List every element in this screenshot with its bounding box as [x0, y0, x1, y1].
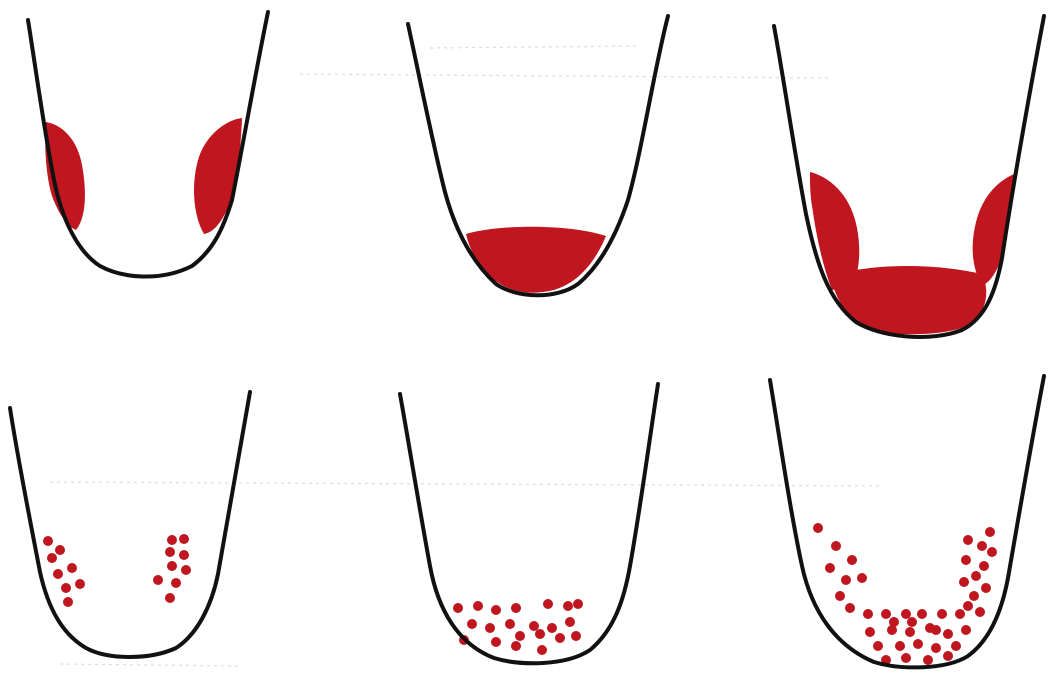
red-dot [167, 561, 177, 571]
red-dot [951, 641, 961, 651]
red-dot [961, 625, 971, 635]
red-dot [563, 601, 573, 611]
red-dot [977, 541, 987, 551]
red-dot [511, 603, 521, 613]
u-outline [770, 376, 1044, 667]
red-dot [825, 563, 835, 573]
panel-bottom-1 [10, 392, 250, 657]
red-dot [943, 629, 953, 639]
red-dot [841, 575, 851, 585]
red-dot [505, 619, 515, 629]
red-dot [535, 629, 545, 639]
red-dot [491, 605, 501, 615]
red-dot [543, 599, 553, 609]
red-dot [529, 621, 539, 631]
red-dot [63, 597, 73, 607]
red-dot [547, 623, 557, 633]
red-dot [181, 565, 191, 575]
red-dot [895, 641, 905, 651]
bottom-fill [466, 227, 606, 293]
red-dot [857, 573, 867, 583]
red-dot [43, 536, 53, 546]
red-dot [979, 561, 989, 571]
red-dot [55, 545, 65, 555]
red-dot [835, 591, 845, 601]
red-dot [537, 645, 547, 655]
red-dot [847, 555, 857, 565]
red-dot [555, 633, 565, 643]
red-dot [61, 583, 71, 593]
panel-top-1 [28, 12, 268, 277]
red-dot [165, 593, 175, 603]
red-dot [75, 579, 85, 589]
red-dot [179, 534, 189, 544]
red-dot [963, 535, 973, 545]
red-dot [571, 631, 581, 641]
red-dot [913, 639, 923, 649]
red-dot [467, 619, 477, 629]
red-dot [905, 627, 915, 637]
red-dot [865, 627, 875, 637]
red-dot [573, 599, 583, 609]
panel-bottom-3 [770, 376, 1044, 667]
red-dot [491, 637, 501, 647]
red-dot [845, 603, 855, 613]
red-dot [67, 563, 77, 573]
red-dot [47, 553, 57, 563]
red-dot [153, 575, 163, 585]
red-dot [179, 550, 189, 560]
red-dot [959, 577, 969, 587]
red-dot [985, 527, 995, 537]
red-dot [901, 653, 911, 663]
red-dot [881, 609, 891, 619]
red-dot [901, 609, 911, 619]
red-dot [987, 547, 997, 557]
paper-bleed-through [50, 46, 880, 666]
u-outline [10, 392, 250, 657]
u-outline [400, 384, 658, 663]
red-dot [453, 603, 463, 613]
red-dot [485, 623, 495, 633]
red-dot [943, 651, 953, 661]
panel-top-3 [774, 16, 1044, 337]
red-dot [923, 655, 933, 665]
red-dot [473, 601, 483, 611]
red-dot [963, 601, 973, 611]
red-dot [975, 607, 985, 617]
red-dot [969, 591, 979, 601]
red-dot [171, 578, 181, 588]
panel-bottom-2 [400, 384, 658, 663]
red-dot [863, 609, 873, 619]
red-dot [981, 583, 991, 593]
red-dot [165, 547, 175, 557]
red-dot [937, 609, 947, 619]
red-dot [887, 625, 897, 635]
red-dot [167, 535, 177, 545]
red-dot [925, 623, 935, 633]
red-dot [971, 571, 981, 581]
red-dot [813, 523, 823, 533]
red-dot [907, 617, 917, 627]
bottom-fill [830, 266, 986, 334]
red-dot [565, 617, 575, 627]
panel-top-2 [408, 16, 668, 295]
red-dot [831, 541, 841, 551]
red-dot [515, 631, 525, 641]
red-dot [931, 643, 941, 653]
red-dot [873, 641, 883, 651]
red-dot [961, 555, 971, 565]
red-dot [511, 641, 521, 651]
red-dot [955, 609, 965, 619]
red-dot [53, 569, 63, 579]
red-dot [917, 609, 927, 619]
